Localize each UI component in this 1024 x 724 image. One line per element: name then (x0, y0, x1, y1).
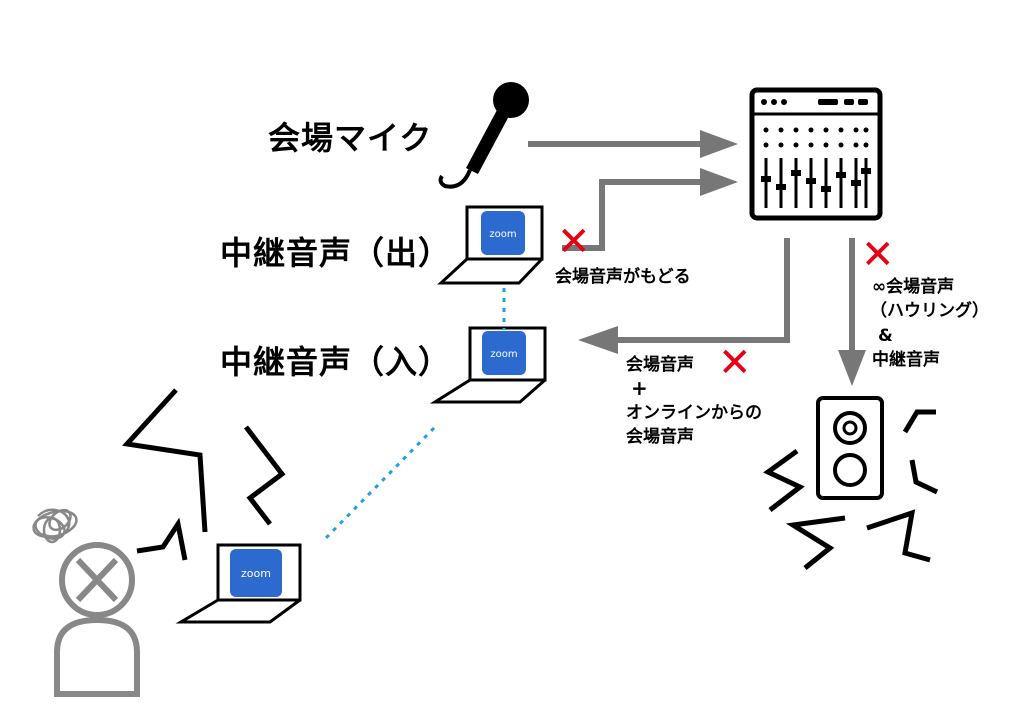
zoom-app-icon (481, 211, 525, 255)
note-mixer-to-speaker-line3: & (878, 326, 893, 346)
zoom-label: zoom (490, 349, 517, 360)
note-mixer-to-laptop-line4: 会場音声 (626, 427, 694, 447)
speaker-icon (816, 396, 884, 500)
noise-lines (122, 388, 286, 561)
noise-lines (763, 409, 939, 570)
arrow-mixer-to-laptop (578, 238, 790, 354)
relay-in-label: 中継音声（入） (220, 343, 452, 381)
tangle-icon (32, 508, 78, 544)
laptop-icon: zoom (175, 543, 302, 624)
note-mixer-to-laptop-line3: オンラインからの (626, 403, 762, 423)
venue-mic-label: 会場マイク (268, 119, 433, 157)
zoom-app-icon (482, 331, 526, 375)
note-venue-audio-returns: 会場音声がもどる (555, 267, 691, 287)
note-mixer-to-speaker-line4: 中継音声 (872, 350, 940, 370)
note-mixer-to-laptop-line1: 会場音声 (626, 355, 694, 375)
cross-mark: ✕ (718, 340, 752, 386)
relay-out-label: 中継音声（出） (220, 234, 452, 272)
mixer-icon (749, 87, 883, 221)
note-mixer-to-laptop-line2: + (631, 376, 648, 400)
connection-line (322, 426, 436, 542)
cross-mark: ✕ (861, 232, 895, 278)
zoom-label: zoom (241, 567, 271, 580)
arrow-return-to-mixer (562, 168, 738, 251)
laptop-icon: zoom (437, 205, 544, 285)
arrow-mixer-to-speaker (838, 238, 866, 386)
zoom-app-icon (230, 549, 282, 597)
cross-mark: ✕ (557, 219, 591, 265)
microphone-icon (438, 82, 529, 189)
note-mixer-to-speaker-line2: （ハウリング） (870, 301, 989, 321)
note-mixer-to-speaker-line1: ∞会場音声 (872, 277, 955, 297)
arrow-mic-to-mixer (528, 130, 738, 158)
person-icon (54, 542, 140, 697)
laptop-icon: zoom (429, 326, 547, 404)
zoom-label: zoom (489, 229, 516, 240)
